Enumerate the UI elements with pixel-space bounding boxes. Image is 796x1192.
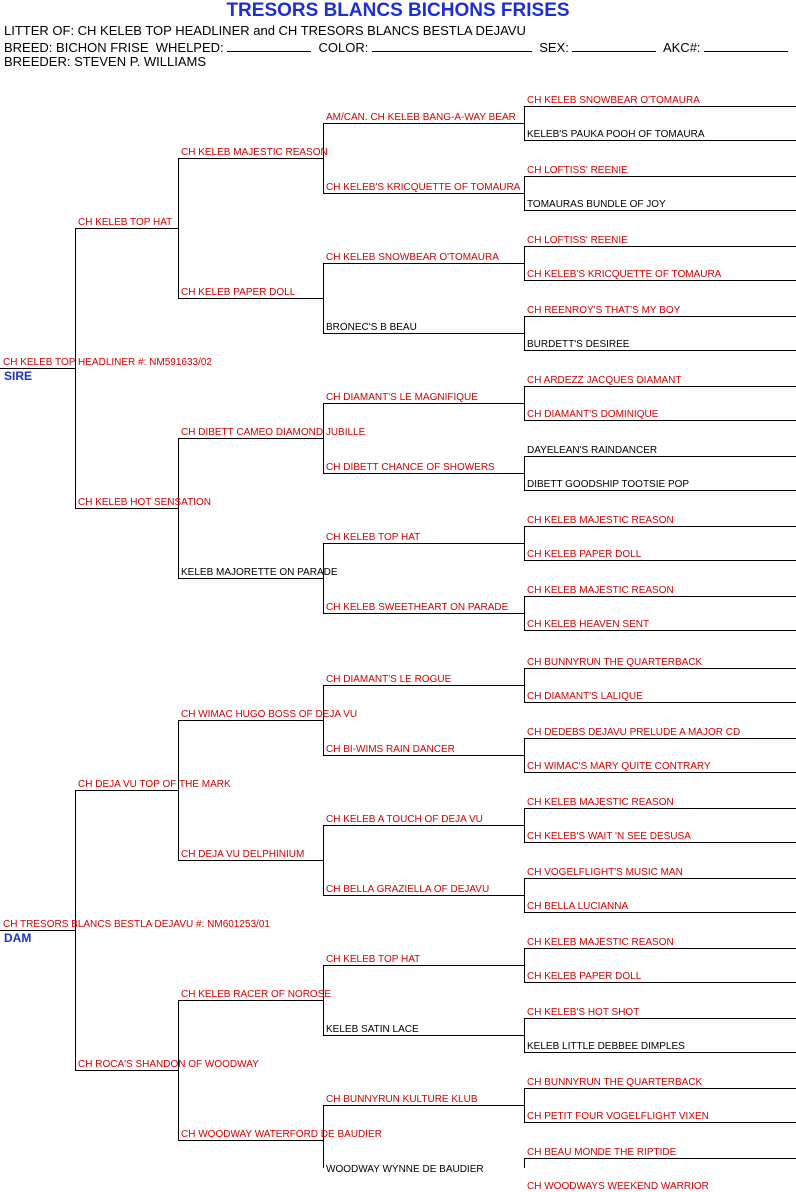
dog-name-dam-dam-dam: CH WOODWAY WATERFORD DE BAUDIER bbox=[181, 1129, 382, 1140]
dog-name-dam-sire-sire-dam: CH BI-WIMS RAIN DANCER bbox=[326, 744, 455, 755]
dog-name-sire-sire-sire-sire: AM/CAN. CH KELEB BANG-A-WAY BEAR bbox=[326, 112, 516, 123]
pedigree-lines bbox=[0, 106, 796, 1168]
breed-label: BREED: bbox=[4, 40, 53, 55]
dog-name-sire-sire-sire-dam: CH KELEB'S KRICQUETTE OF TOMAURA bbox=[326, 182, 521, 193]
dog-name-dam-sire-sire-sire-sire: CH BUNNYRUN THE QUARTERBACK bbox=[527, 657, 703, 668]
dog-name-sire-sire-sire-dam-dam: TOMAURAS BUNDLE OF JOY bbox=[527, 199, 666, 210]
whelped-field[interactable] bbox=[227, 40, 312, 52]
dog-name-dam-dam-sire: CH KELEB RACER OF NOROSE bbox=[181, 989, 332, 1000]
dog-name-dam-sire-dam-sire-dam: CH KELEB'S WAIT 'N SEE DESUSA bbox=[527, 831, 691, 842]
dog-name-dam-sire-sire-sire: CH DIAMANT'S LE ROGUE bbox=[326, 674, 452, 685]
litter-line: LITTER OF: CH KELEB TOP HEADLINER and CH… bbox=[4, 23, 526, 38]
akc-label: AKC#: bbox=[662, 40, 701, 55]
dog-name-sire-dam-dam-dam-dam: CH KELEB HEAVEN SENT bbox=[527, 619, 650, 630]
dog-name-sire-sire-dam-sire-dam: CH KELEB'S KRICQUETTE OF TOMAURA bbox=[527, 269, 722, 280]
whelped-label: WHELPED: bbox=[155, 40, 224, 55]
dog-name-dam: CH TRESORS BLANCS BESTLA DEJAVU #: NM601… bbox=[3, 919, 270, 930]
dog-name-dam-dam-sire-sire-dam: CH KELEB PAPER DOLL bbox=[527, 971, 642, 982]
details-line: BREED: BICHON FRISE WHELPED: COLOR: SEX:… bbox=[4, 40, 789, 55]
dog-name-sire-dam-sire-dam-sire: DAYELEAN'S RAINDANCER bbox=[527, 445, 658, 456]
dam-tag: DAM bbox=[4, 931, 32, 945]
color-label: COLOR: bbox=[318, 40, 369, 55]
dog-name-sire-sire-sire: CH KELEB MAJESTIC REASON bbox=[181, 147, 328, 158]
page-title: TRESORS BLANCS BICHONS FRISES bbox=[226, 0, 570, 21]
dog-name-dam-sire-dam: CH DEJA VU DELPHINIUM bbox=[181, 849, 305, 860]
dog-name-sire-sire-sire-dam-sire: CH LOFTISS' REENIE bbox=[527, 165, 628, 176]
dog-name-dam-dam-dam-sire-dam: CH PETIT FOUR VOGELFLIGHT VIXEN bbox=[527, 1111, 709, 1122]
dog-name-sire-dam-sire-sire-dam: CH DIAMANT'S DOMINIQUE bbox=[527, 409, 659, 420]
dog-name-sire-dam-dam-dam-sire: CH KELEB MAJESTIC REASON bbox=[527, 585, 674, 596]
dog-name-sire-dam-dam-sire-sire: CH KELEB MAJESTIC REASON bbox=[527, 515, 674, 526]
dog-name-dam-sire-sire: CH WIMAC HUGO BOSS OF DEJA VU bbox=[181, 709, 358, 720]
dog-name-sire-dam-sire-sire: CH DIAMANT'S LE MAGNIFIQUE bbox=[326, 392, 478, 403]
dog-name-sire-sire: CH KELEB TOP HAT bbox=[78, 217, 173, 228]
color-field[interactable] bbox=[371, 40, 532, 52]
dog-name-dam-dam-sire-sire-sire: CH KELEB MAJESTIC REASON bbox=[527, 937, 674, 948]
dog-name-sire: CH KELEB TOP HEADLINER #: NM591633/02 bbox=[3, 357, 212, 368]
breeder-line: BREEDER: STEVEN P. WILLIAMS bbox=[4, 54, 207, 69]
dog-name-sire-dam-sire-dam: CH DIBETT CHANCE OF SHOWERS bbox=[326, 462, 495, 473]
dog-name-sire-sire-dam-sire: CH KELEB SNOWBEAR O'TOMAURA bbox=[326, 252, 499, 263]
dog-name-dam-dam-dam-sire-sire: CH BUNNYRUN THE QUARTERBACK bbox=[527, 1077, 703, 1088]
dog-name-dam-dam-dam-dam-sire: CH BEAU MONDE THE RIPTIDE bbox=[527, 1147, 677, 1158]
breed-value: BICHON FRISE bbox=[56, 40, 149, 55]
dog-name-sire-dam-dam: KELEB MAJORETTE ON PARADE bbox=[181, 567, 338, 578]
dog-name-dam-sire: CH DEJA VU TOP OF THE MARK bbox=[78, 779, 231, 790]
dog-name-sire-sire-dam: CH KELEB PAPER DOLL bbox=[181, 287, 296, 298]
dog-name-sire-dam-sire-dam-dam: DIBETT GOODSHIP TOOTSIE POP bbox=[527, 479, 690, 490]
dog-name-sire-dam-sire: CH DIBETT CAMEO DIAMOND JUBILLE bbox=[181, 427, 366, 438]
dog-name-sire-dam-dam-sire: CH KELEB TOP HAT bbox=[326, 532, 421, 543]
dog-name-sire-sire-dam-dam: BRONEC'S B BEAU bbox=[326, 322, 417, 333]
dog-name-dam-dam-sire-dam: KELEB SATIN LACE bbox=[326, 1024, 419, 1035]
dog-name-dam-sire-dam-sire-sire: CH KELEB MAJESTIC REASON bbox=[527, 797, 674, 808]
dog-name-dam-dam-dam-dam-dam: CH WOODWAYS WEEKEND WARRIOR bbox=[527, 1181, 709, 1192]
dog-name-dam-sire-dam-sire: CH KELEB A TOUCH OF DEJA VU bbox=[326, 814, 483, 825]
dog-name-dam-sire-sire-sire-dam: CH DIAMANT'S LALIQUE bbox=[527, 691, 643, 702]
dog-name-dam-dam-sire-dam-dam: KELEB LITTLE DEBBEE DIMPLES bbox=[527, 1041, 685, 1052]
sex-field[interactable] bbox=[572, 40, 657, 52]
dog-name-sire-sire-dam-dam-dam: BURDETT'S DESIREE bbox=[527, 339, 630, 350]
dog-name-dam-dam: CH ROCA'S SHANDON OF WOODWAY bbox=[78, 1059, 259, 1070]
dog-name-sire-dam-dam-dam: CH KELEB SWEETHEART ON PARADE bbox=[326, 602, 509, 613]
dog-name-sire-sire-dam-sire-sire: CH LOFTISS' REENIE bbox=[527, 235, 628, 246]
sex-label: SEX: bbox=[539, 40, 569, 55]
dog-name-dam-sire-dam-dam-dam: CH BELLA LUCIANNA bbox=[527, 901, 629, 912]
dog-name-sire-dam-dam-sire-dam: CH KELEB PAPER DOLL bbox=[527, 549, 642, 560]
akc-field[interactable] bbox=[704, 40, 789, 52]
dog-name-sire-sire-sire-sire-dam: KELEB'S PAUKA POOH OF TOMAURA bbox=[527, 129, 705, 140]
dog-name-dam-sire-sire-dam-dam: CH WIMAC'S MARY QUITE CONTRARY bbox=[527, 761, 711, 772]
dog-name-dam-dam-sire-dam-sire: CH KELEB'S HOT SHOT bbox=[527, 1007, 640, 1018]
dog-name-sire-sire-sire-sire-sire: CH KELEB SNOWBEAR O'TOMAURA bbox=[527, 95, 700, 106]
dog-name-dam-dam-sire-sire: CH KELEB TOP HAT bbox=[326, 954, 421, 965]
dog-name-dam-sire-dam-dam: CH BELLA GRAZIELLA OF DEJAVU bbox=[326, 884, 490, 895]
dog-name-dam-sire-dam-dam-sire: CH VOGELFLIGHT'S MUSIC MAN bbox=[527, 867, 683, 878]
sire-tag: SIRE bbox=[4, 369, 33, 383]
dog-name-dam-dam-dam-dam: WOODWAY WYNNE DE BAUDIER bbox=[326, 1164, 484, 1175]
dog-name-dam-sire-sire-dam-sire: CH DEDEBS DEJAVU PRELUDE A MAJOR CD bbox=[527, 727, 741, 738]
dog-name-sire-dam-sire-sire-sire: CH ARDEZZ JACQUES DIAMANT bbox=[527, 375, 682, 386]
dog-name-sire-sire-dam-dam-sire: CH REENROY'S THAT'S MY BOY bbox=[527, 305, 681, 316]
dog-name-sire-dam: CH KELEB HOT SENSATION bbox=[78, 497, 211, 508]
dog-name-dam-dam-dam-sire: CH BUNNYRUN KULTURE KLUB bbox=[326, 1094, 478, 1105]
